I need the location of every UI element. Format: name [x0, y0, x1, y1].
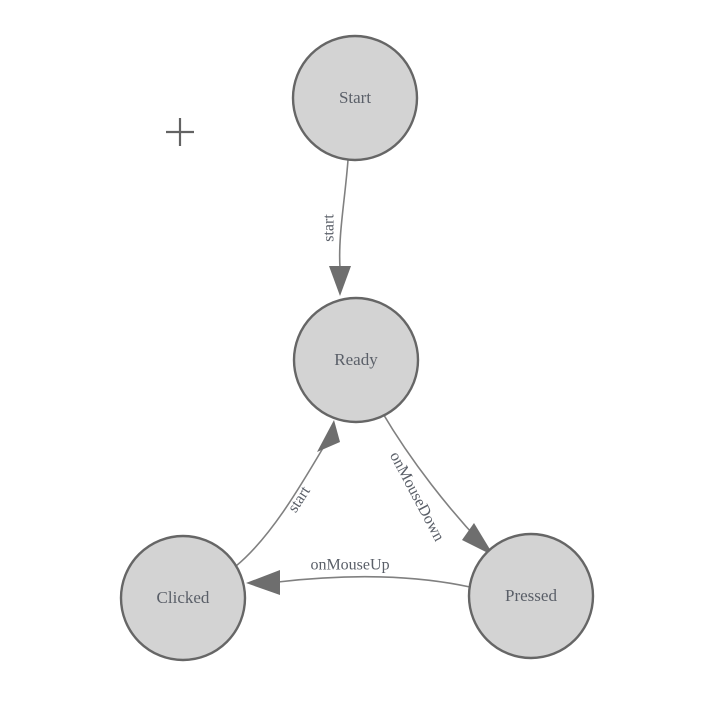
- node-start-circle[interactable]: [291, 34, 419, 162]
- node-ready[interactable]: Ready: [292, 296, 420, 424]
- arrowhead-ready-bottom: [317, 420, 340, 452]
- edge-start-to-ready[interactable]: start: [321, 159, 351, 296]
- node-clicked[interactable]: Clicked: [119, 534, 247, 662]
- node-pressed-label: Pressed: [505, 586, 557, 605]
- node-pressed[interactable]: Pressed: [467, 532, 595, 660]
- edge-label-start-to-ready: start: [321, 214, 338, 242]
- crosshair-icon: [166, 118, 194, 146]
- node-ready-circle[interactable]: [292, 296, 420, 424]
- arrowhead-clicked: [246, 570, 280, 595]
- arrowhead-ready-top: [329, 266, 351, 296]
- edge-label-ready-to-pressed: onMouseDown: [386, 449, 447, 544]
- edge-label-pressed-to-clicked: onMouseUp: [310, 557, 389, 574]
- node-clicked-label: Clicked: [157, 588, 210, 607]
- node-pressed-circle[interactable]: [467, 532, 595, 660]
- node-ready-label: Ready: [334, 350, 378, 369]
- node-start-label: Start: [339, 88, 371, 107]
- edge-label-clicked-to-ready: start: [285, 483, 315, 516]
- node-clicked-circle[interactable]: [119, 534, 247, 662]
- arrowhead-pressed: [462, 523, 494, 556]
- edge-clicked-to-ready[interactable]: start: [235, 420, 340, 567]
- edge-ready-to-pressed[interactable]: onMouseDown: [381, 411, 494, 556]
- edge-pressed-to-clicked[interactable]: onMouseUp: [246, 557, 471, 595]
- node-start[interactable]: Start: [291, 34, 419, 162]
